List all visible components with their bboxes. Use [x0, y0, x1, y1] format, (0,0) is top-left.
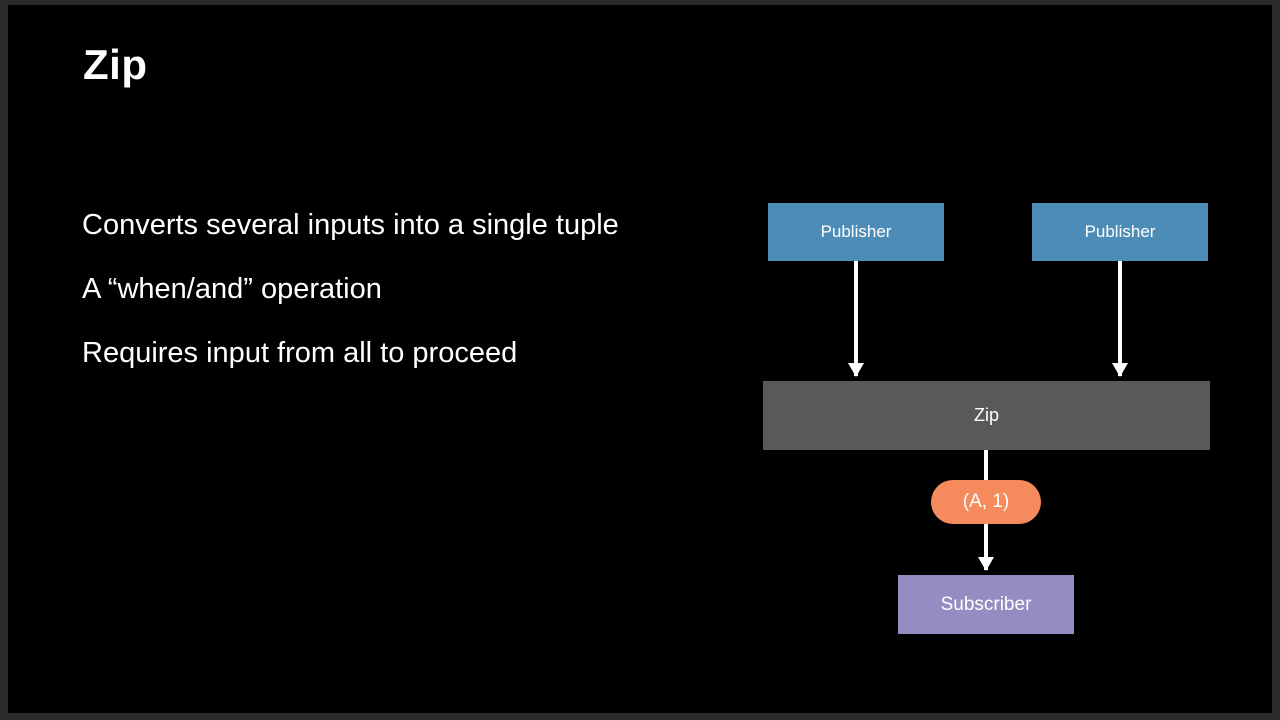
tuple-value-pill: (A, 1)	[931, 480, 1041, 524]
slide-background: Zip Converts several inputs into a singl…	[8, 5, 1272, 713]
zip-operator-label: Zip	[973, 405, 999, 425]
zip-operator-box: Zip	[763, 381, 1210, 450]
bullet-line-3: Requires input from all to proceed	[82, 337, 518, 369]
bullet-line-1: Converts several inputs into a single tu…	[82, 209, 619, 241]
subscriber-box-label: Subscriber	[940, 593, 1032, 615]
publisher-box-1: Publisher	[768, 203, 944, 261]
publisher-box-2-label: Publisher	[1084, 222, 1156, 241]
publisher-box-2: Publisher	[1032, 203, 1208, 261]
bullet-line-2: A “when/and” operation	[82, 273, 382, 305]
tuple-value-label: (A, 1)	[962, 491, 1010, 512]
publisher-box-1-label: Publisher	[820, 222, 892, 241]
subscriber-box: Subscriber	[898, 575, 1074, 634]
slide-title: Zip	[83, 41, 148, 88]
